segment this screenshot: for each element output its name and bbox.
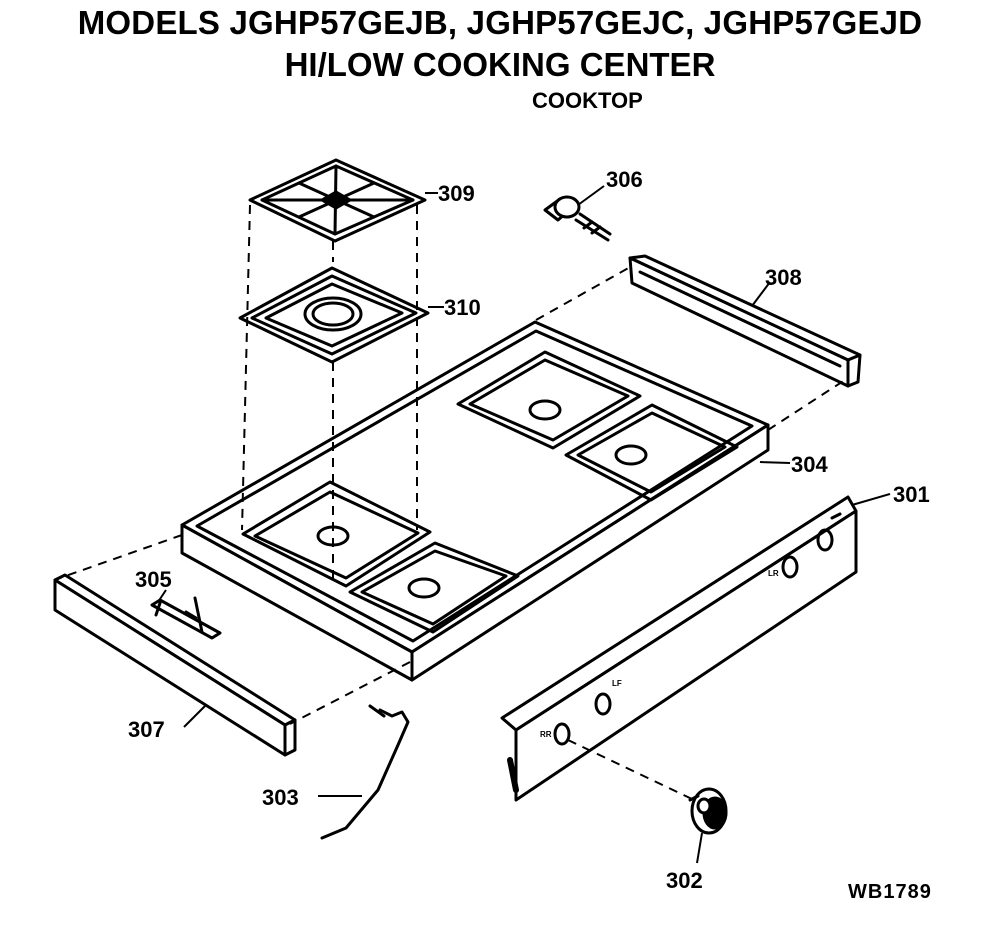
page-title: MODELS JGHP57GEJB, JGHP57GEJC, JGHP57GEJ… xyxy=(77,4,923,41)
panel-mark-lr: LR xyxy=(768,569,779,578)
panel-mark-lf: LF xyxy=(612,679,622,688)
label-308: 308 xyxy=(765,265,802,290)
section-title: COOKTOP xyxy=(532,88,643,113)
label-307: 307 xyxy=(128,717,165,742)
label-302: 302 xyxy=(666,868,703,893)
control-knob xyxy=(688,787,728,835)
rear-trim-strip xyxy=(628,254,862,388)
label-305: 305 xyxy=(135,567,172,592)
label-304: 304 xyxy=(791,452,828,477)
screw-top xyxy=(543,195,612,242)
label-306-top: 306 xyxy=(606,167,643,192)
front-trim-strip xyxy=(53,573,297,757)
page-subtitle: HI/LOW COOKING CENTER xyxy=(284,46,716,83)
diagram-code: WB1789 xyxy=(848,881,932,903)
bracket-305 xyxy=(150,596,222,640)
label-303: 303 xyxy=(262,785,299,810)
panel-mark-rr: RR xyxy=(540,730,552,739)
burner-drip-pan xyxy=(238,266,430,364)
cooktop-main xyxy=(180,320,770,682)
burner-grate xyxy=(248,158,427,243)
label-310: 310 xyxy=(444,295,481,320)
label-301: 301 xyxy=(893,482,930,507)
control-panel xyxy=(500,495,858,802)
ignition-wire xyxy=(320,704,410,840)
label-309: 309 xyxy=(438,181,475,206)
